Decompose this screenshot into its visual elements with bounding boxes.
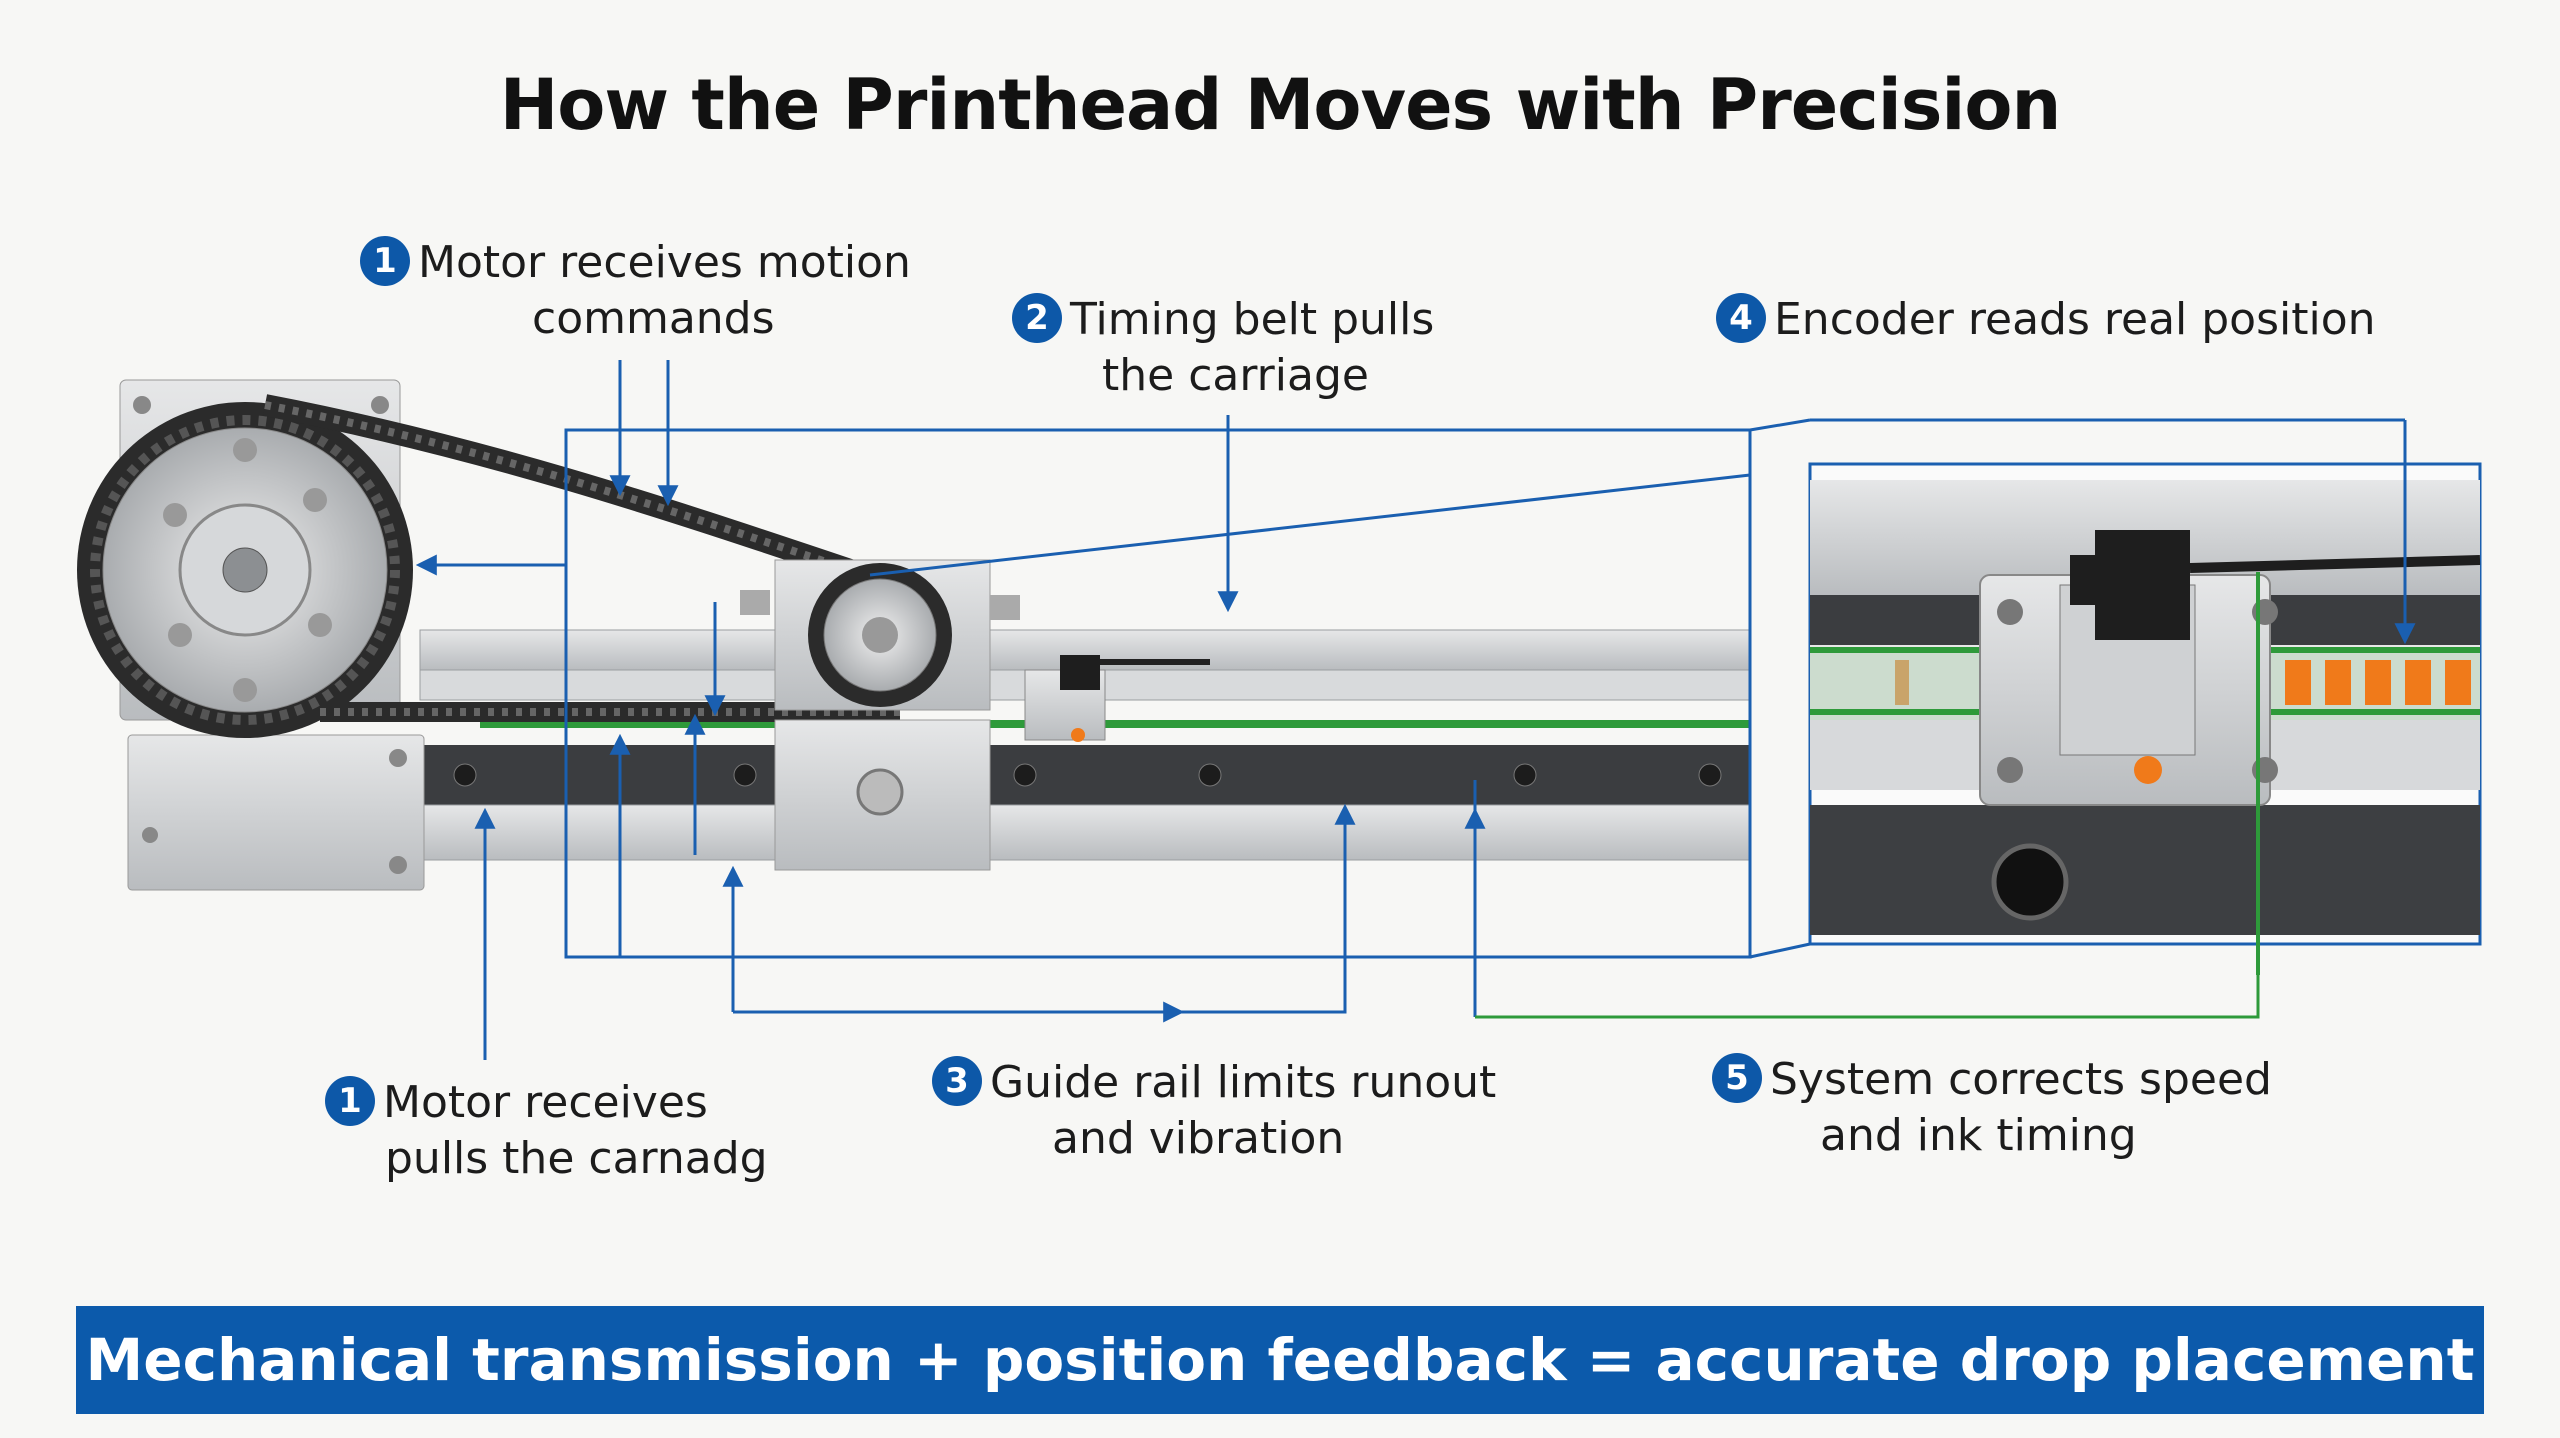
rail-screws [453,763,1722,787]
encoder-marks [1895,660,2471,705]
callout-arrows [415,360,2416,1060]
zoom-inset [1808,462,2482,975]
summary-banner: Mechanical transmission + position feedb… [76,1306,2484,1414]
callout-number: 1 [325,1076,375,1126]
timing-belt [262,394,900,722]
page-title: How the Printhead Moves with Precision [499,64,2062,146]
zoom-frame [564,418,2405,959]
linear-rail [419,629,1751,861]
encoder-head [2095,530,2190,640]
callout-number: 5 [1712,1053,1762,1103]
idler-carriage [740,559,1020,871]
callout-number: 2 [1012,293,1062,343]
callout-number: 1 [360,236,410,286]
ink-drop [1071,728,1085,742]
drive-pulley [77,402,413,738]
printhead-carriage [1024,655,1210,742]
callout-number: 3 [932,1056,982,1106]
callout-number: 4 [1716,293,1766,343]
encoder-strip [480,720,1750,728]
